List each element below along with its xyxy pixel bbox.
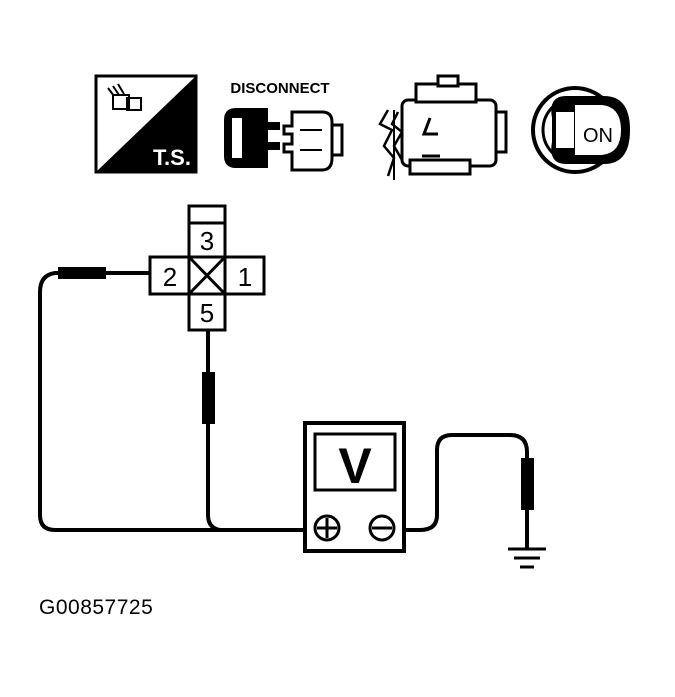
disconnect-label: DISCONNECT xyxy=(230,80,329,97)
engine-icon xyxy=(378,74,508,180)
figure-id: G00857725 xyxy=(39,596,154,619)
pin-1-label: 1 xyxy=(238,262,252,292)
meter-display: V xyxy=(338,438,372,494)
connector-sketch-icon xyxy=(107,83,142,111)
probe-left xyxy=(58,267,106,279)
probe-right xyxy=(521,458,534,510)
on-label: ON xyxy=(583,125,613,147)
pin-2-label: 2 xyxy=(163,262,177,292)
wire-pin2-to-positive xyxy=(38,271,305,532)
test-step-icon: T.S. xyxy=(94,74,198,174)
pin-3-label: 3 xyxy=(200,226,214,256)
wires xyxy=(38,271,529,548)
ignition-on-icon: ON xyxy=(531,86,630,174)
wire-negative-to-ground xyxy=(404,433,529,548)
connector: 3 2 1 5 xyxy=(148,204,266,332)
disconnect-icon: DISCONNECT xyxy=(224,80,344,172)
wire-pin5-to-positive xyxy=(206,330,221,532)
ts-label: T.S. xyxy=(153,145,191,170)
probe-middle xyxy=(202,372,215,424)
voltmeter: V xyxy=(303,421,406,553)
ground-icon xyxy=(508,547,546,569)
pin-5-label: 5 xyxy=(200,298,214,328)
